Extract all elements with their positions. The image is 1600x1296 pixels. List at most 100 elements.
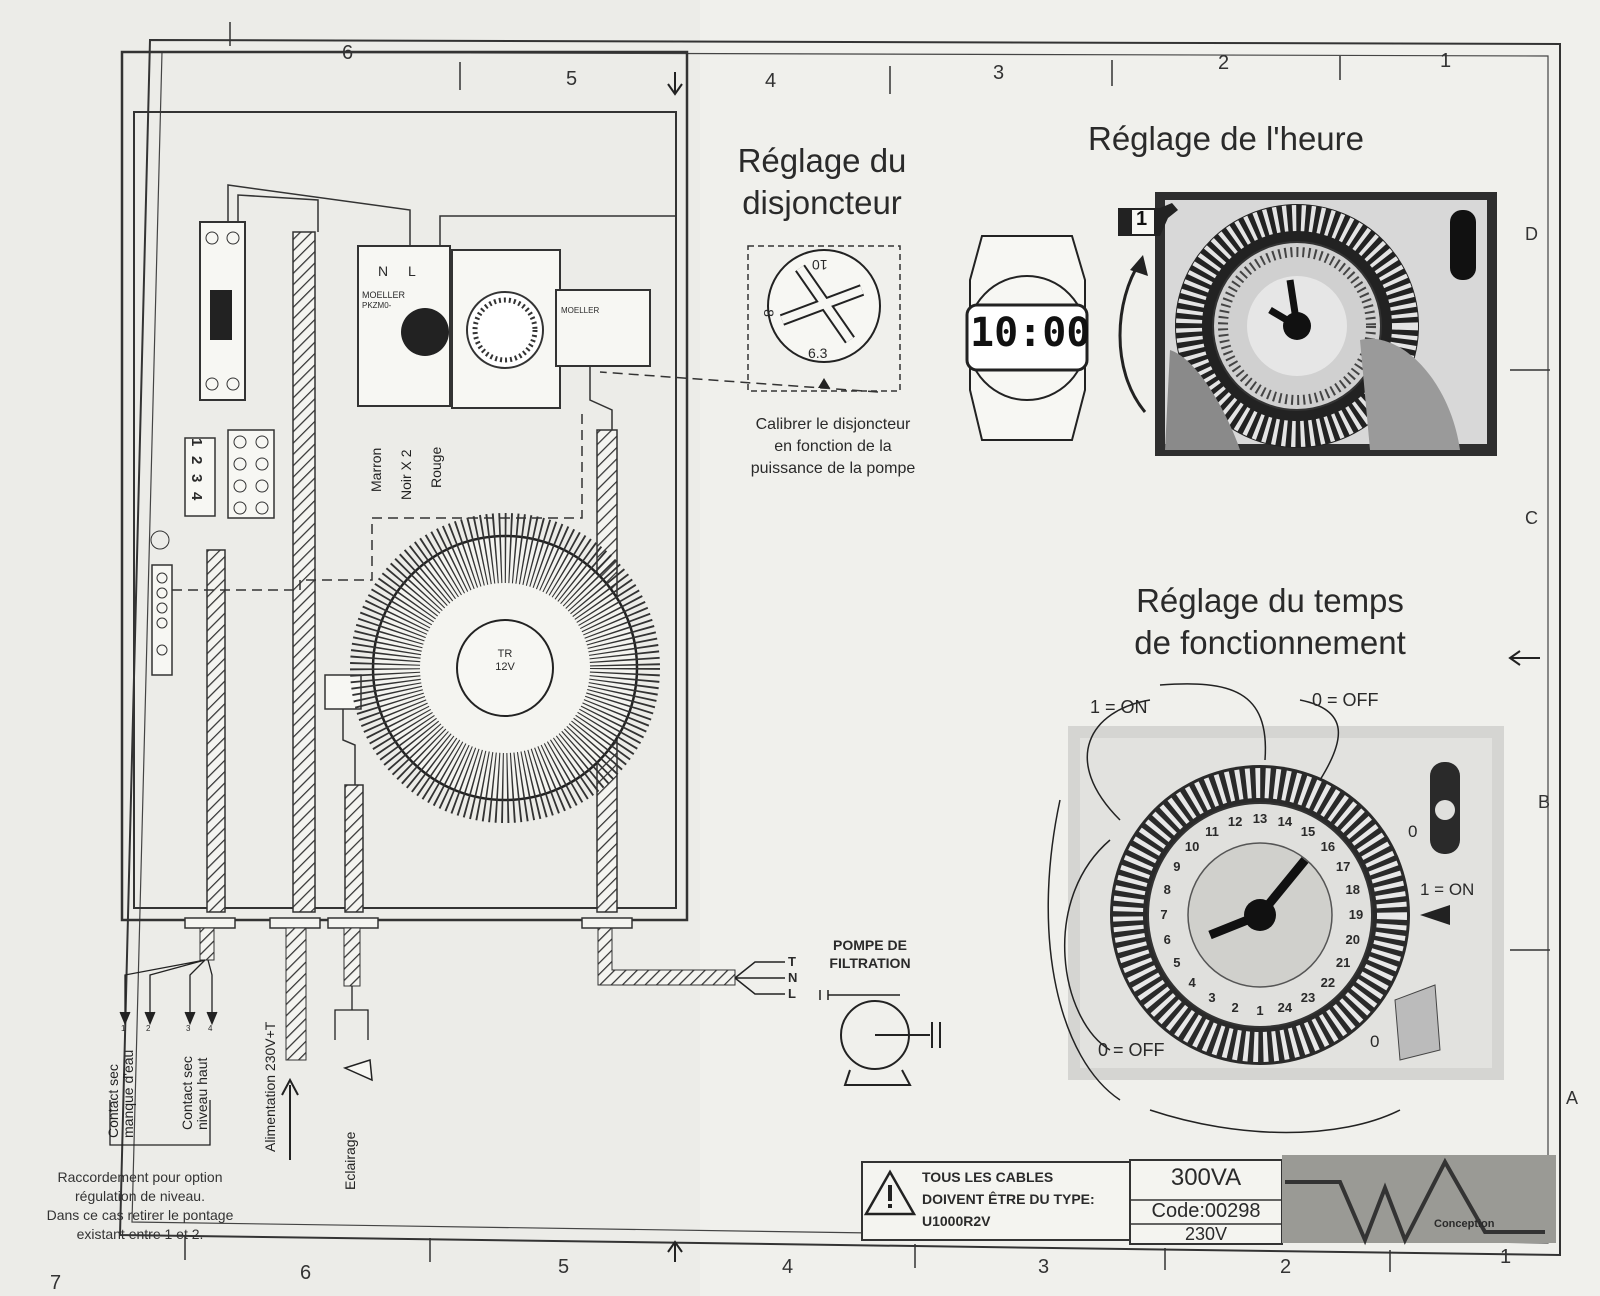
cable-num-3: 3 <box>186 1024 191 1033</box>
spec-box <box>1129 1159 1283 1245</box>
col-b-7: 7 <box>50 1272 62 1294</box>
spec-voltage: 230V <box>1184 1224 1228 1244</box>
dial-value-6-3: 6.3 <box>808 345 828 361</box>
logo-text: Conception <box>1434 1218 1495 1230</box>
contactor-brand: MOELLER <box>561 306 600 315</box>
cable-duct-1 <box>206 549 226 913</box>
cable-num-1: 1 <box>121 1024 126 1033</box>
title-breaker: Réglage du disjoncteur <box>737 142 907 221</box>
col-b-2: 2 <box>1280 1256 1292 1278</box>
terminal-num-4: 4 <box>188 492 205 501</box>
enclosure-inner <box>133 111 677 909</box>
breaker-dial-frame <box>747 245 901 392</box>
row-d: D <box>1525 224 1538 244</box>
timer-hour-label: 17 <box>1335 859 1351 874</box>
warning-icon <box>863 1169 917 1216</box>
row-b: B <box>1538 792 1551 812</box>
dial-value-10: 10 <box>812 257 828 273</box>
label-off-bottom: 0 = OFF <box>1098 1040 1165 1060</box>
terminal-block <box>184 437 216 517</box>
dial-value-8: 8 <box>760 309 777 317</box>
timer-hour-label: 19 <box>1348 907 1364 922</box>
label-contact-high: Contact sec niveau haut <box>179 1056 210 1130</box>
timer-hour-label: 6 <box>1163 931 1171 947</box>
col-6: 6 <box>342 42 354 64</box>
terminal-num-3: 3 <box>188 474 205 483</box>
terminal-n: N <box>378 263 389 279</box>
col-b-4: 4 <box>782 1256 794 1278</box>
wire-rouge: Rouge <box>428 446 444 488</box>
timer-hour-label: 18 <box>1345 882 1360 898</box>
timer-hour-label: 15 <box>1300 823 1316 839</box>
col-b-6: 6 <box>300 1262 312 1284</box>
timer-hour-label: 12 <box>1227 814 1243 830</box>
col-b-3: 3 <box>1038 1256 1050 1278</box>
watch-display: 10:00 <box>970 310 1091 356</box>
relay-brand: MOELLER <box>362 290 406 300</box>
cable-duct-2 <box>292 231 316 913</box>
timer-hour-label: 16 <box>1320 839 1336 855</box>
breaker-note: Calibrer le disjoncteur en fonction de l… <box>750 416 916 477</box>
pump-line-n: N <box>788 970 798 985</box>
warning-text: TOUS LES CABLES DOIVENT ÊTRE DU TYPE: U1… <box>922 1169 1095 1229</box>
timer-hour-label: 1 <box>1256 1003 1264 1018</box>
vma-logo <box>1285 1157 1545 1246</box>
cable-duct-3 <box>344 784 364 913</box>
col-2: 2 <box>1218 52 1230 74</box>
timer-hour-label: 10 <box>1184 839 1200 855</box>
timer-hour-label: 11 <box>1205 823 1219 839</box>
timer-hour-label: 23 <box>1300 990 1316 1006</box>
spec-code: Code:00298 <box>1151 1200 1261 1222</box>
toroid-transformer <box>350 513 660 823</box>
timer-hour-label: 8 <box>1163 882 1171 898</box>
spec-power: 300VA <box>1170 1164 1242 1191</box>
col-5: 5 <box>566 68 578 90</box>
timer-hour-label: 20 <box>1345 931 1360 947</box>
step-number: 1 <box>1136 208 1148 230</box>
terminal-num-1: 1 <box>188 438 205 447</box>
timer-hour-label: 22 <box>1320 974 1336 990</box>
timer-hour-label: 3 <box>1208 990 1216 1006</box>
label-on-top: 1 = ON <box>1090 697 1148 717</box>
pump-line-t: T <box>788 954 796 969</box>
col-1: 1 <box>1440 50 1452 72</box>
col-b-1: 1 <box>1500 1246 1512 1268</box>
title-run-time: Réglage du temps de fonctionnement <box>1134 582 1406 661</box>
transformer-label: TR 12V <box>495 648 515 673</box>
timer-hour-label: 4 <box>1188 974 1196 990</box>
timer-hour-label: 7 <box>1160 907 1168 922</box>
terminal-l: L <box>408 263 416 279</box>
timer-hour-label: 14 <box>1277 814 1293 830</box>
label-contact-water: Contact sec manque d'eau <box>105 1049 136 1138</box>
earth-block <box>151 564 173 676</box>
label-power-supply: Alimentation 230V+T <box>262 1021 278 1152</box>
switch-on-label: 1 = ON <box>1420 880 1475 899</box>
terminal-num-2: 2 <box>188 456 205 465</box>
col-b-5: 5 <box>558 1256 570 1278</box>
cable-num-4: 4 <box>208 1024 213 1033</box>
timer-hour-label: 9 <box>1173 859 1181 874</box>
logo-box <box>1282 1155 1556 1243</box>
wire-marron: Marron <box>368 447 384 492</box>
col-4: 4 <box>765 70 777 92</box>
timer-hour-label: 5 <box>1173 955 1181 970</box>
timer-hour-label: 24 <box>1277 999 1293 1015</box>
pump-line-l: L <box>788 986 796 1001</box>
switch-zero-label: 0 <box>1408 822 1418 841</box>
timer-hour-label: 21 <box>1335 955 1351 970</box>
pointing-hand-icon <box>1118 203 1178 236</box>
col-3: 3 <box>993 62 1005 84</box>
enclosure-outer <box>120 50 689 922</box>
label-lighting: Eclairage <box>342 1131 358 1190</box>
row-a: A <box>1566 1088 1579 1108</box>
cable-num-2: 2 <box>146 1024 151 1033</box>
option-note: Raccordement pour option régulation de n… <box>46 1169 234 1242</box>
relay-model: PKZM0- <box>362 301 392 310</box>
watch-icon <box>965 235 1089 441</box>
label-off-top: 0 = OFF <box>1312 690 1379 710</box>
timer-hour-label: 13 <box>1252 811 1268 826</box>
timer-hour-label: 2 <box>1231 999 1239 1015</box>
wire-noir: Noir X 2 <box>398 449 414 500</box>
